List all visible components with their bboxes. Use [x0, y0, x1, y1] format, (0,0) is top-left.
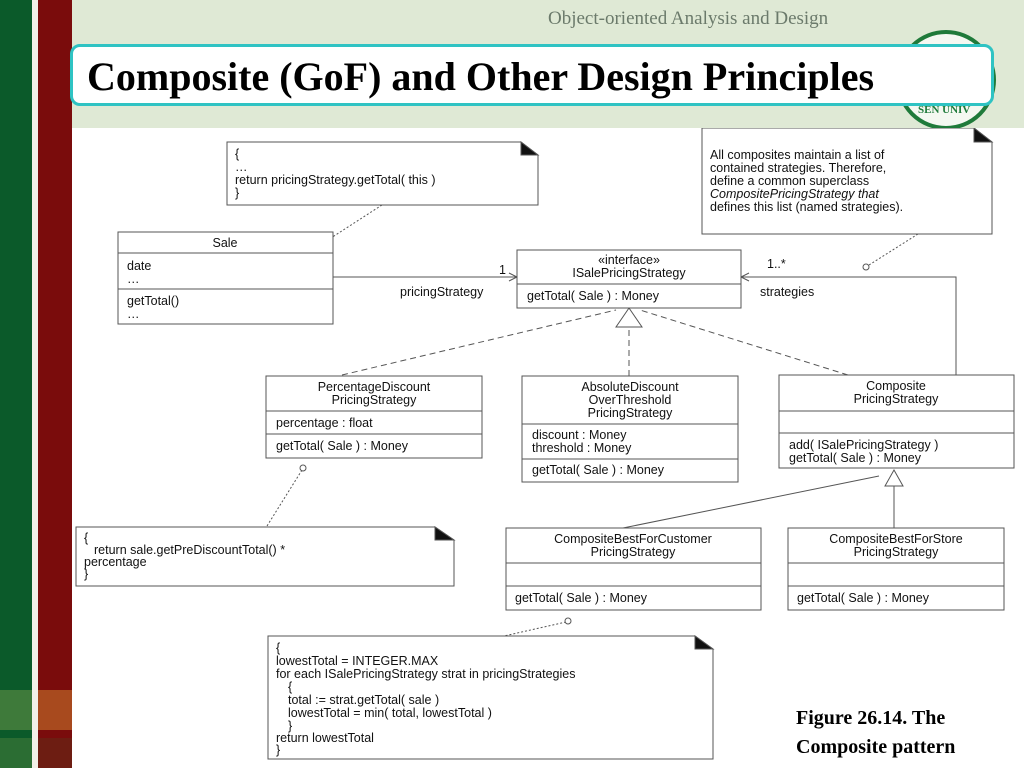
percentage-class-name: PricingStrategy	[332, 393, 418, 407]
absolute-discount-class: AbsoluteDiscount OverThreshold PricingSt…	[521, 375, 739, 483]
best-store-operation: getTotal( Sale ) : Money	[797, 591, 930, 605]
composite-note-line: define a common superclass	[710, 174, 869, 188]
realization-arrowhead	[615, 307, 643, 328]
composite-note-connector	[868, 233, 919, 266]
best-for-customer-class: CompositeBestForCustomer PricingStrategy…	[505, 527, 762, 611]
customer-note-line: {	[288, 680, 292, 694]
absolute-attribute: discount : Money	[532, 428, 627, 442]
percentage-operation: getTotal( Sale ) : Money	[276, 439, 409, 453]
logo-text: SEN UNIV	[918, 104, 971, 116]
best-customer-operation: getTotal( Sale ) : Money	[515, 591, 648, 605]
red-bar-square	[38, 690, 72, 730]
strategies-association	[741, 276, 957, 375]
sale-note-line: …	[235, 160, 248, 174]
left-green-bar	[0, 0, 32, 768]
course-subject: Object-oriented Analysis and Design	[548, 8, 829, 29]
composite-note-anchor	[862, 263, 870, 271]
composite-realization	[639, 309, 849, 376]
composite-operation: getTotal( Sale ) : Money	[789, 451, 922, 465]
percentage-note-line: }	[84, 567, 88, 581]
sale-class: Sale date … getTotal() …	[117, 231, 334, 325]
composite-note-line: CompositePricingStrategy that	[710, 187, 879, 201]
percentage-attribute: percentage : float	[276, 416, 373, 430]
composite-note-line: contained strategies. Therefore,	[710, 161, 886, 175]
customer-note-anchor	[564, 617, 572, 625]
customer-note-line: lowestTotal = min( total, lowestTotal )	[288, 706, 492, 720]
absolute-class-name: PricingStrategy	[588, 406, 674, 420]
customer-note-line: {	[276, 641, 280, 655]
interface-operation: getTotal( Sale ) : Money	[527, 289, 660, 303]
sale-operation: getTotal()	[127, 294, 179, 308]
composite-class-name: Composite	[866, 379, 926, 393]
customer-note-line: total := strat.getTotal( sale )	[288, 693, 439, 707]
customer-note-line: lowestTotal = INTEGER.MAX	[276, 654, 439, 668]
percentage-note-line: {	[84, 531, 88, 545]
sale-note-line: {	[235, 147, 239, 161]
absolute-class-name: AbsoluteDiscount	[581, 380, 679, 394]
percentage-realization	[341, 309, 617, 376]
interface-class: «interface» ISalePricingStrategy getTota…	[516, 249, 742, 309]
customer-note-line: }	[276, 743, 280, 757]
sale-note-line: return pricingStrategy.getTotal( this )	[235, 173, 436, 187]
percentage-note-line: return sale.getPreDiscountTotal() *	[94, 543, 285, 557]
absolute-operation: getTotal( Sale ) : Money	[532, 463, 665, 477]
title-box: Composite (GoF) and Other Design Princip…	[70, 44, 994, 106]
percentage-note: { return sale.getPreDiscountTotal() * pe…	[75, 526, 456, 587]
sale-note-line: }	[235, 186, 239, 200]
sale-note: { … return pricingStrategy.getTotal( thi…	[226, 140, 540, 206]
green-bar-square	[0, 738, 32, 768]
composite-class-name: PricingStrategy	[854, 392, 940, 406]
sale-attribute: date	[127, 259, 151, 273]
uml-diagram-svg: { … return pricingStrategy.getTotal( thi…	[75, 126, 1015, 760]
best-store-class-name: PricingStrategy	[854, 545, 940, 559]
absolute-class-name: OverThreshold	[589, 393, 672, 407]
percentage-discount-class: PercentageDiscount PricingStrategy perce…	[265, 375, 483, 459]
red-bar-square	[38, 738, 72, 768]
customer-note-line: return lowestTotal	[276, 731, 374, 745]
composite-note-line: defines this list (named strategies).	[710, 200, 903, 214]
percentage-class-name: PercentageDiscount	[318, 380, 431, 394]
best-for-store-class: CompositeBestForStore PricingStrategy ge…	[787, 527, 1005, 611]
role-pricing-strategy: pricingStrategy	[400, 285, 484, 299]
role-strategies: strategies	[760, 285, 814, 299]
best-customer-class-name: CompositeBestForCustomer	[554, 532, 712, 546]
sale-attribute: …	[127, 272, 140, 286]
composite-operation: add( ISalePricingStrategy )	[789, 438, 938, 452]
multiplicity-many: 1..*	[767, 257, 786, 271]
customer-note-line: for each ISalePricingStrategy strat in p…	[276, 667, 575, 681]
green-bar-square	[0, 690, 32, 730]
percentage-note-line: percentage	[84, 555, 147, 569]
caption-line: Composite pattern	[796, 736, 956, 758]
sale-operation: …	[127, 307, 140, 321]
multiplicity-one: 1	[499, 263, 506, 277]
best-store-class-name: CompositeBestForStore	[829, 532, 962, 546]
percentage-note-connector	[266, 469, 303, 527]
caption-line: Figure 26.14. The	[796, 707, 946, 729]
interface-stereotype: «interface»	[598, 253, 660, 267]
interface-name: ISalePricingStrategy	[572, 266, 686, 280]
sale-class-name: Sale	[212, 236, 237, 250]
composite-note-line: All composites maintain a list of	[710, 148, 885, 162]
composite-class: Composite PricingStrategy add( ISalePric…	[778, 374, 1015, 469]
generalization-arrowhead	[884, 468, 904, 487]
best-customer-class-name: PricingStrategy	[591, 545, 677, 559]
absolute-attribute: threshold : Money	[532, 441, 632, 455]
left-red-bar	[38, 0, 72, 768]
uml-diagram: { … return pricingStrategy.getTotal( thi…	[72, 126, 1024, 768]
best-customer-generalization	[622, 475, 880, 529]
customer-note-line: }	[288, 719, 292, 733]
slide-title: Composite (GoF) and Other Design Princip…	[87, 54, 875, 99]
composite-note: All composites maintain a list of contai…	[701, 126, 994, 235]
percentage-note-anchor	[299, 464, 307, 472]
figure-caption: Figure 26.14. The Composite pattern	[796, 704, 955, 762]
customer-note-connector	[503, 621, 567, 637]
bar-separator	[32, 0, 38, 768]
customer-note: { lowestTotal = INTEGER.MAX for each ISa…	[267, 635, 715, 760]
